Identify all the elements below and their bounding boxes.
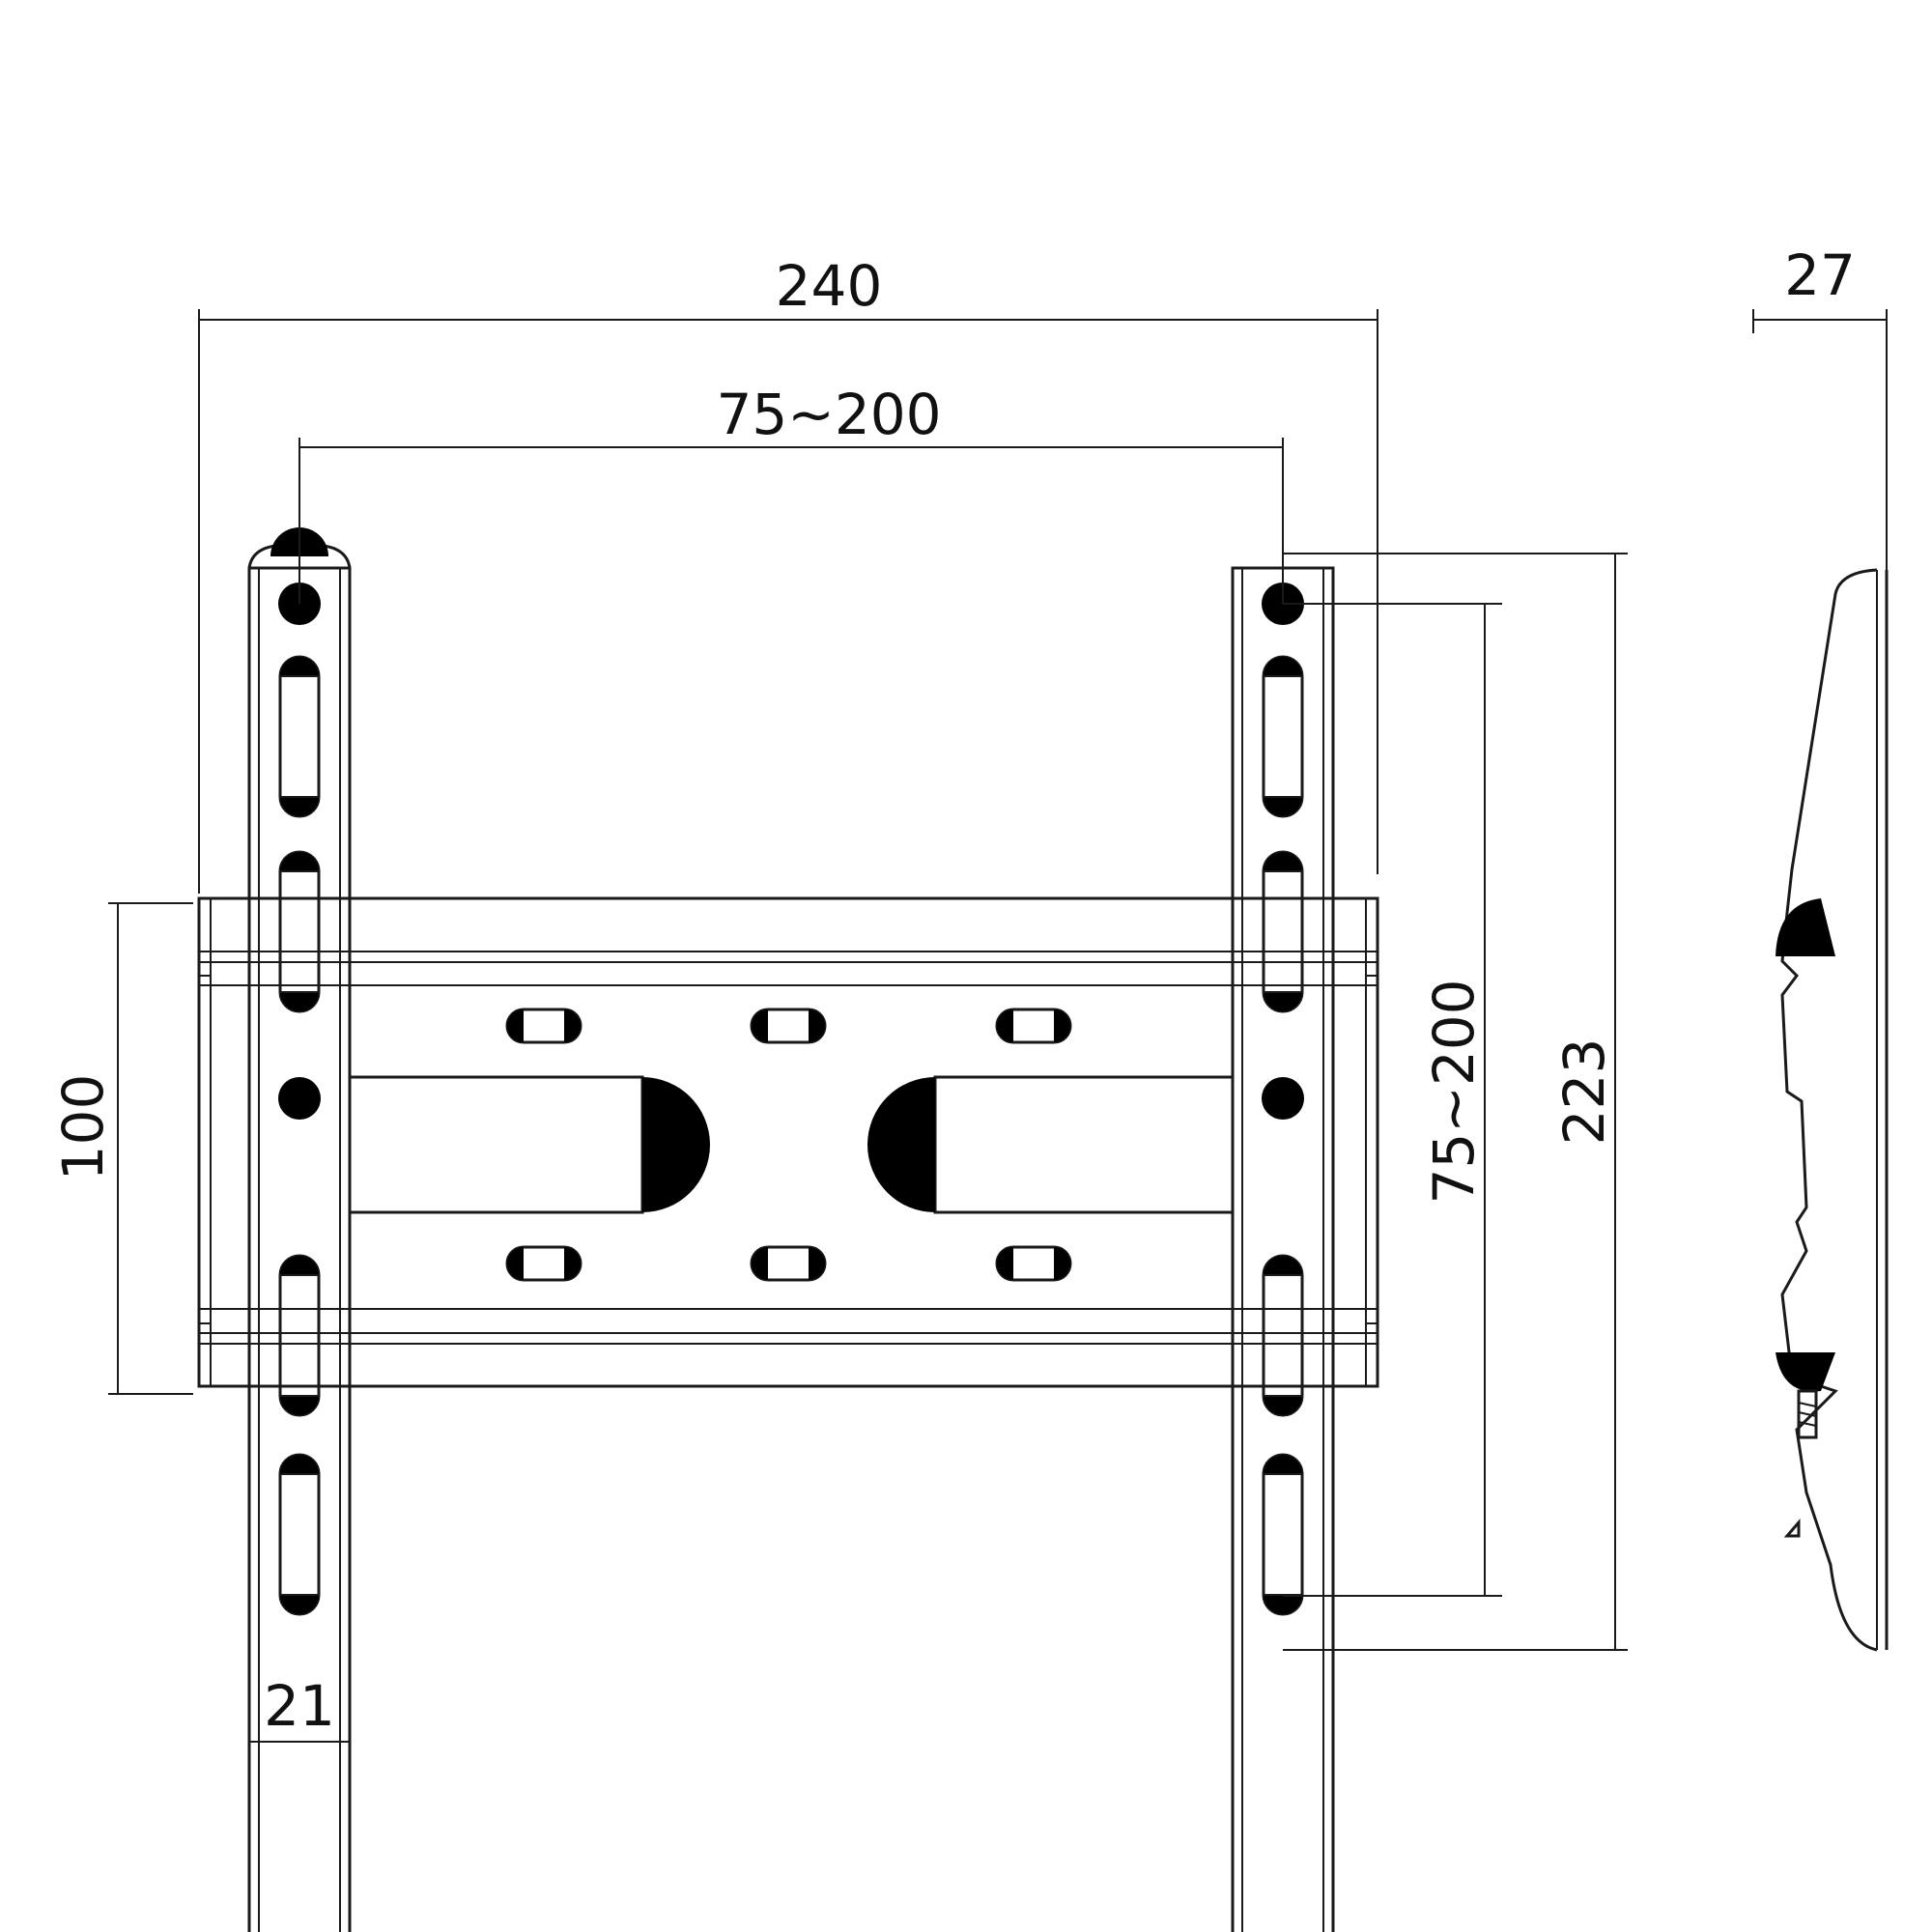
left-lobe	[642, 1077, 710, 1212]
arm-slot	[1262, 1254, 1304, 1417]
right-arm	[1231, 566, 1335, 1932]
side-upper-lobe	[1776, 898, 1835, 956]
arm-slot	[278, 850, 321, 1013]
right-lobe	[867, 1077, 935, 1212]
dim-arm-width: 21	[264, 1673, 335, 1739]
dimension-lines	[108, 309, 1888, 1753]
arm-slot	[1262, 850, 1304, 1013]
mount-hole	[278, 1077, 321, 1120]
rail-slot	[505, 1008, 582, 1044]
arm-slot	[278, 1453, 321, 1616]
rail-slot	[995, 1245, 1072, 1282]
rail-slot	[750, 1245, 827, 1282]
side-view	[1776, 568, 1889, 1652]
dim-overall-width: 240	[776, 253, 883, 319]
wall-rail	[197, 896, 1379, 1388]
mount-hole	[1262, 1077, 1304, 1120]
dim-depth: 27	[1784, 242, 1856, 308]
front-view	[197, 527, 1379, 1932]
dim-overall-height: 223	[1551, 1038, 1617, 1146]
rail-slot	[995, 1008, 1072, 1044]
dimension-labels: 240 75~200 27 100 75~200 223 21	[50, 242, 1856, 1739]
arm-slot	[278, 1254, 321, 1417]
rail-slot	[505, 1245, 582, 1282]
arm-slot	[278, 655, 321, 818]
arm-slot	[1262, 1453, 1304, 1616]
side-lower-lobe	[1776, 1352, 1835, 1392]
dim-rail-height: 100	[50, 1074, 116, 1181]
dim-vesa-vertical: 75~200	[1421, 979, 1487, 1204]
rail-slot	[750, 1008, 827, 1044]
arm-slot	[1262, 655, 1304, 818]
dim-vesa-horizontal: 75~200	[716, 382, 941, 447]
